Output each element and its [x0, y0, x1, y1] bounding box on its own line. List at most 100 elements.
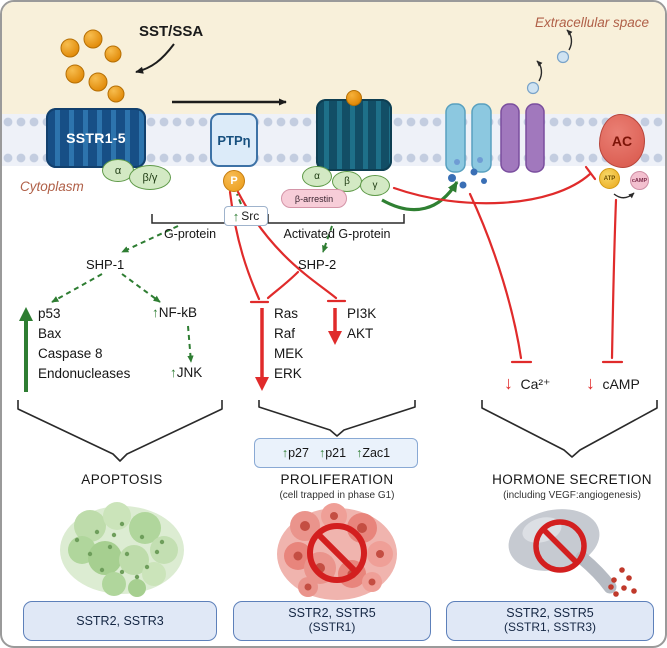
g-alpha-label: α [114, 164, 122, 177]
gene-pi3k: PI3K [347, 306, 377, 321]
proliferation-receptors-secondary-label: (SSTR1) [308, 620, 356, 634]
nfkb-label: NF-kB [158, 305, 197, 320]
p27-entry: ↑p27 [282, 446, 309, 460]
atp-molecule: ATP [599, 168, 620, 189]
apoptosis-up-arrow [19, 307, 33, 392]
proliferation-receptors-label: SSTR2, SSTR5 [288, 606, 376, 620]
g-protein-bracket [151, 214, 228, 224]
gene-ras: Ras [274, 306, 299, 321]
p21-label: p21 [325, 446, 347, 460]
shp1-label: SHP-1 [86, 257, 125, 272]
gene-p53: p53 [38, 306, 61, 321]
jnk-entry: ↑JNK [170, 365, 202, 380]
sstr-receptor: SSTR1-5 [46, 108, 146, 168]
sstr-label: SSTR1-5 [66, 130, 126, 146]
proliferation-illustration [277, 503, 397, 600]
jnk-label: JNK [176, 365, 203, 380]
adenylyl-cyclase-label: AC [611, 133, 633, 149]
activation-dashed-links [51, 193, 333, 363]
proliferation-receptors-box: SSTR2, SSTR5 (SSTR1) [233, 601, 431, 641]
g-beta-gamma-subunit: β/γ [129, 165, 171, 190]
outcome-braces [17, 400, 658, 462]
zac1-label: Zac1 [362, 446, 391, 460]
phosphate-icon: P [223, 170, 245, 192]
secreted-hormone-dots [608, 567, 637, 597]
proliferation-title: PROLIFERATION [280, 472, 394, 487]
src-kinase: ↑Src [224, 206, 268, 226]
up-arrow-icon: ↑ [318, 446, 326, 460]
activated-alpha-label: α [314, 171, 320, 182]
ligand-label: SST/SSA [139, 23, 204, 40]
calcium-label: Ca²⁺ [520, 376, 551, 392]
ligand-balls-icon [60, 29, 125, 103]
camp-label: cAMP [602, 376, 640, 392]
proliferation-subtitle: (cell trapped in phase G1) [279, 490, 395, 501]
down-arrow-icon: ↓ [504, 373, 513, 393]
activated-gamma-label: γ [372, 180, 378, 191]
bound-ligand-icon [346, 90, 362, 106]
atp-label: ATP [603, 175, 616, 182]
inhibition-lines [228, 165, 624, 364]
atp-to-camp-arrow [613, 192, 635, 199]
g-protein-to-channel-arrow [381, 180, 459, 212]
apoptosis-receptors-label: SSTR2, SSTR3 [76, 614, 164, 628]
up-arrow-icon: ↑ [152, 305, 159, 320]
hormone-secretion-subtitle: (including VEGF:angiogenesis) [503, 490, 641, 501]
activated-gamma-subunit: γ [360, 175, 390, 196]
gene-mek: MEK [274, 346, 304, 361]
ligand-binding-arrow [135, 43, 175, 74]
camp-molecule-label: cAMP [631, 177, 648, 184]
g-protein-label: G-protein [163, 227, 217, 241]
cytoplasm-label: Cytoplasm [20, 179, 84, 194]
nfkb-entry: ↑NF-kB [152, 305, 197, 320]
activated-g-protein-label: Activated G-protein [283, 227, 391, 241]
calcium-channel [445, 103, 492, 189]
p27-label: p27 [288, 446, 309, 460]
hormone-secretion-illustration [508, 509, 637, 597]
pi3k-down-arrow [328, 308, 342, 345]
secretion-receptors-secondary-label: (SSTR1, SSTR3) [503, 620, 596, 634]
ptp-eta-label: PTPη [217, 132, 251, 148]
mapk-down-arrow [255, 308, 269, 391]
p21-entry: ↑p21 [319, 446, 346, 460]
zac1-entry: ↑Zac1 [356, 446, 390, 460]
up-arrow-icon: ↑ [281, 446, 289, 460]
gene-caspase8: Caspase 8 [38, 346, 103, 361]
camp-level: ↓ cAMP [586, 373, 640, 394]
gene-bax: Bax [38, 326, 62, 341]
ptp-eta-enzyme: PTPη [210, 113, 258, 167]
cell-cycle-inhibitors-box: ↑p27 ↑p21 ↑Zac1 [254, 438, 418, 468]
gene-akt: AKT [347, 326, 374, 341]
src-label: Src [241, 209, 260, 223]
activated-sstr-receptor [316, 99, 392, 171]
secretion-receptors-label: SSTR2, SSTR5 [506, 606, 594, 620]
shp2-label: SHP-2 [298, 257, 337, 272]
gene-erk: ERK [274, 366, 302, 381]
extracellular-space-label: Extracellular space [534, 15, 649, 30]
hormone-secretion-title: HORMONE SECRETION [492, 472, 652, 487]
up-arrow-icon: ↑ [170, 365, 177, 380]
gene-endonucleases: Endonucleases [38, 366, 131, 381]
g-beta-gamma-label: β/γ [142, 171, 158, 184]
activated-g-protein-bracket [267, 214, 405, 224]
down-arrow-icon: ↓ [586, 373, 595, 393]
apoptosis-title: APOPTOSIS [81, 472, 163, 487]
activated-beta-label: β [344, 176, 350, 187]
apoptosis-illustration [60, 502, 184, 597]
beta-arrestin-label: β-arrestin [294, 193, 334, 204]
gene-raf: Raf [274, 326, 296, 341]
apoptosis-receptors-box: SSTR2, SSTR3 [23, 601, 217, 641]
secretion-receptors-box: SSTR2, SSTR5 (SSTR1, SSTR3) [446, 601, 654, 641]
prohibition-icon [533, 519, 587, 573]
prohibition-icon [307, 523, 367, 583]
activated-alpha-subunit: α [302, 166, 332, 187]
camp-molecule: cAMP [630, 171, 649, 190]
up-arrow-icon: ↑ [232, 208, 240, 224]
up-arrow-icon: ↑ [356, 446, 363, 460]
adenylyl-cyclase: AC [599, 114, 645, 168]
beta-arrestin: β-arrestin [281, 189, 347, 208]
calcium-level: ↓ Ca²⁺ [504, 373, 550, 394]
potassium-channel [500, 29, 573, 173]
